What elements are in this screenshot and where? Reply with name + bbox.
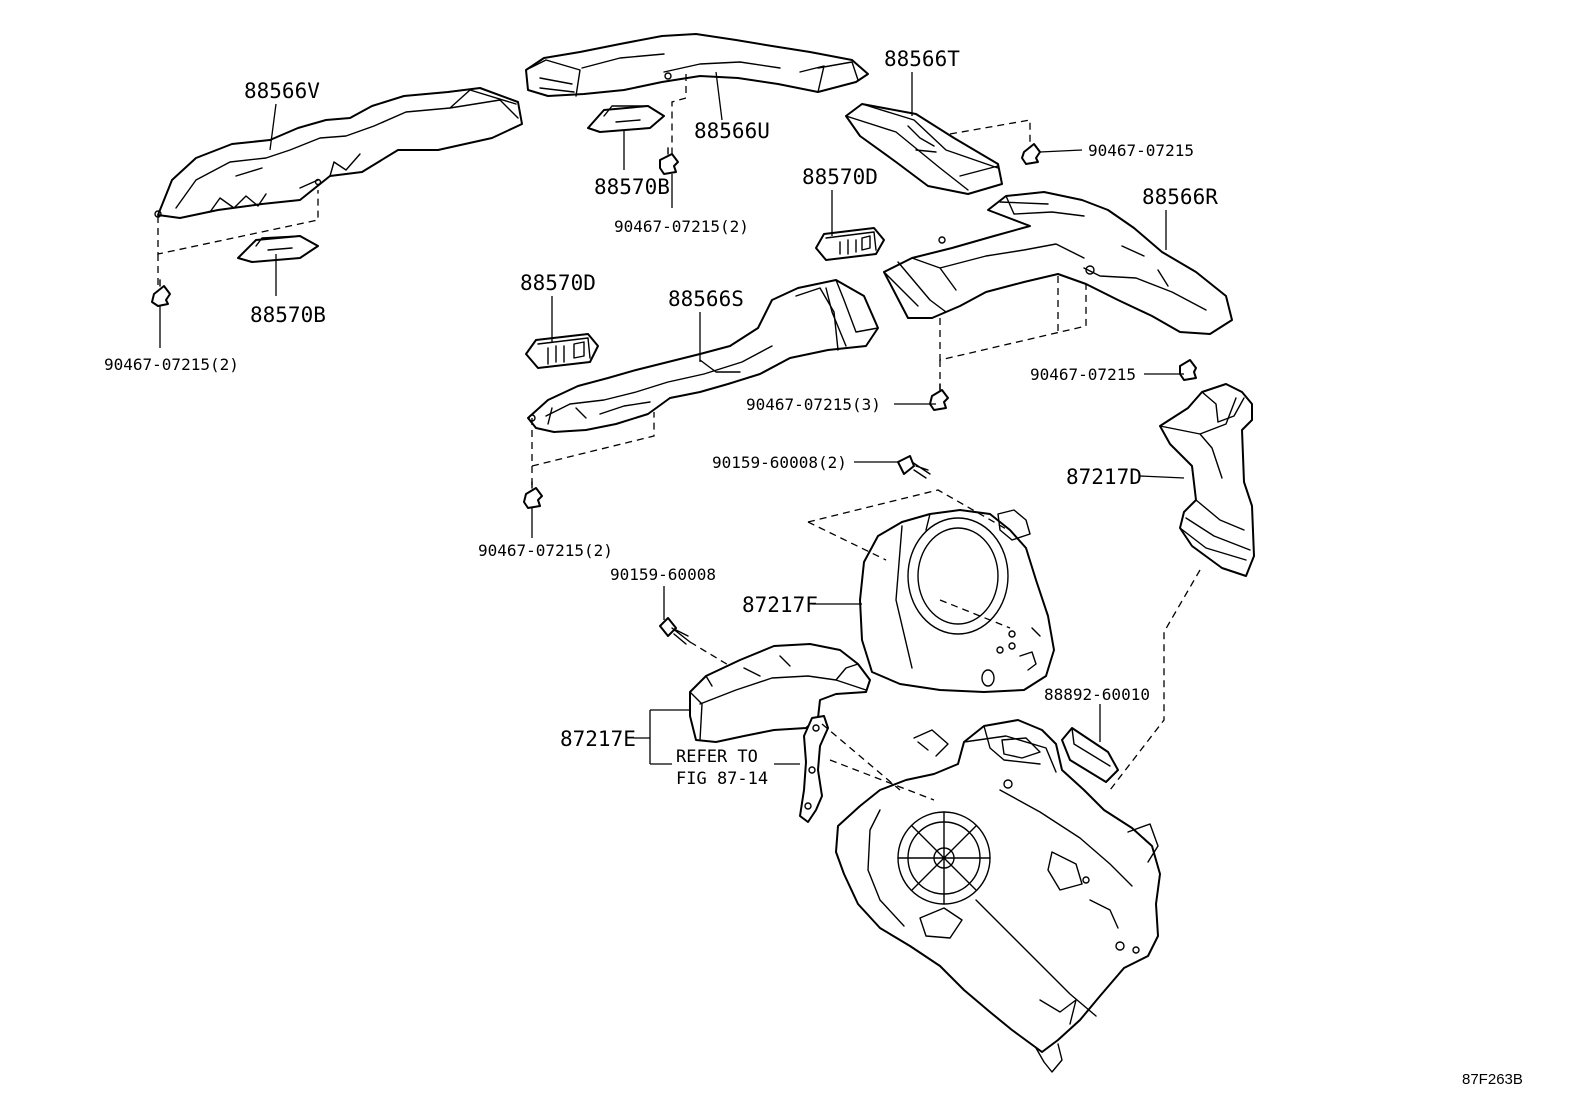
leader-lines [159, 71, 1185, 765]
label-87217E: 87217E [560, 727, 636, 751]
clip-90467-v[interactable] [151, 279, 171, 307]
duct-88566R[interactable] [883, 191, 1233, 335]
duct-88566V[interactable] [154, 87, 523, 219]
dashed-guides [157, 74, 1201, 801]
clip-90467-t[interactable] [1021, 143, 1041, 165]
label-90467-07215-t: 90467-07215 [1088, 141, 1194, 160]
label-88892-60010: 88892-60010 [1044, 685, 1150, 704]
label-88566S: 88566S [668, 287, 744, 311]
cushion-88570D-upper[interactable] [815, 227, 885, 261]
label-88566U: 88566U [694, 119, 770, 143]
bracket[interactable] [799, 715, 829, 823]
refer-fig-label[interactable]: FIG 87-14 [676, 769, 768, 789]
label-90467-07215-u: 90467-07215(2) [614, 217, 749, 236]
part-labels: 88566V 88570B 90467-07215(2) 88566U 8857… [104, 47, 1523, 1088]
cushion-88570B-upper[interactable] [587, 105, 665, 133]
label-90159-60008: 90159-60008 [610, 565, 716, 584]
duct-87217D[interactable] [1159, 383, 1255, 577]
duct-88566T[interactable] [845, 103, 1003, 195]
cushion-88570B-lower[interactable] [237, 235, 319, 263]
label-88570D-upper: 88570D [802, 165, 878, 189]
label-88566V: 88566V [244, 79, 320, 103]
clip-90467-s[interactable] [523, 481, 543, 509]
label-88566R: 88566R [1142, 185, 1218, 209]
clip-90467-u[interactable] [659, 147, 679, 175]
blower-unit [835, 719, 1161, 1073]
figure-code: 87F263B [1462, 1071, 1523, 1088]
screw-90159-1[interactable] [659, 617, 691, 645]
label-87217F: 87217F [742, 593, 818, 617]
label-90467-07215-v: 90467-07215(2) [104, 355, 239, 374]
housing-cover-87217F[interactable] [859, 509, 1055, 693]
duct-88566U[interactable] [525, 33, 869, 97]
duct-87217E[interactable] [689, 643, 871, 743]
label-87217D: 87217D [1066, 465, 1142, 489]
label-90467-07215-s: 90467-07215(2) [478, 541, 613, 560]
screw-90159-2[interactable] [897, 455, 931, 479]
duct-88566S[interactable] [527, 279, 879, 433]
label-90159-60008-2: 90159-60008(2) [712, 453, 847, 472]
filter-88892-60010[interactable] [1061, 727, 1119, 783]
label-88570B-lower: 88570B [250, 303, 326, 327]
clip-90467-d[interactable] [1179, 359, 1197, 381]
label-90467-07215-r: 90467-07215(3) [746, 395, 881, 414]
label-88570B-upper: 88570B [594, 175, 670, 199]
label-90467-07215-d: 90467-07215 [1030, 365, 1136, 384]
cushion-88570D-lower[interactable] [525, 333, 599, 369]
label-88570D-lower: 88570D [520, 271, 596, 295]
clip-90467-r[interactable] [929, 383, 949, 411]
label-88566T: 88566T [884, 47, 960, 71]
refer-to-label[interactable]: REFER TO [676, 747, 758, 767]
